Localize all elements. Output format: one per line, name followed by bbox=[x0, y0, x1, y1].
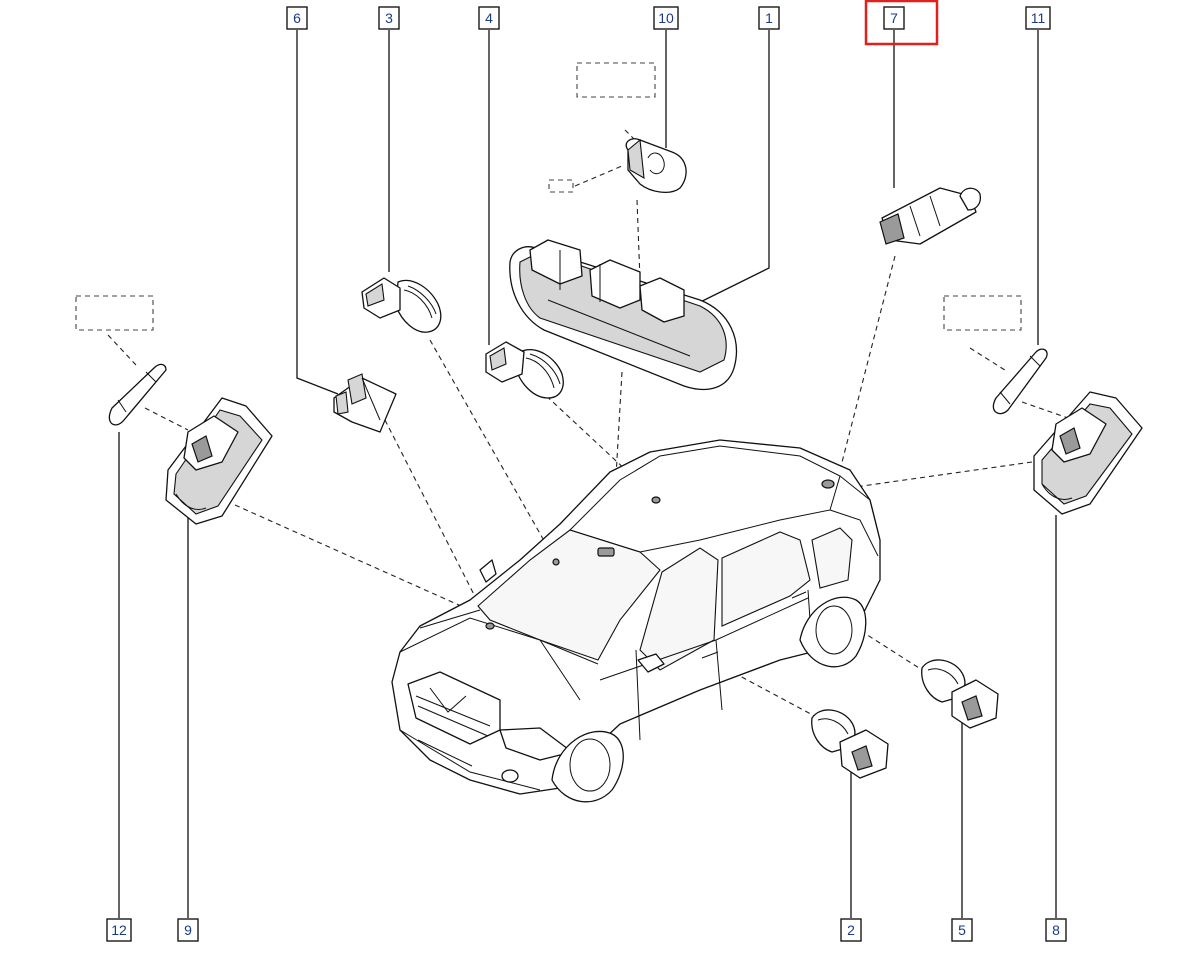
callout-6[interactable]: 6 bbox=[286, 6, 308, 30]
callout-9[interactable]: 9 bbox=[177, 918, 199, 942]
dash-8-car bbox=[847, 461, 1033, 489]
callout-7-highlight bbox=[864, 0, 939, 46]
festoon-bulb-part-11 bbox=[992, 348, 1048, 415]
callout-5-label: 5 bbox=[958, 922, 966, 938]
dash-11-placeholder bbox=[969, 347, 1009, 373]
socket-part-2 bbox=[811, 709, 889, 779]
callout-7-label: 7 bbox=[890, 10, 898, 26]
callout-6-label: 6 bbox=[293, 10, 301, 26]
lamp-holder-part-9 bbox=[165, 397, 273, 525]
callout-5[interactable]: 5 bbox=[951, 918, 973, 942]
dash-7-car bbox=[839, 255, 896, 471]
callout-10-label: 10 bbox=[658, 10, 674, 26]
dash-12-holder bbox=[144, 407, 189, 431]
switch-part-7 bbox=[879, 187, 982, 245]
festoon-bulb-part-12 bbox=[108, 363, 167, 426]
callout-1[interactable]: 1 bbox=[758, 6, 780, 30]
car-illustration bbox=[391, 439, 881, 803]
dash-10-placeholder bbox=[624, 129, 641, 146]
callout-2[interactable]: 2 bbox=[840, 918, 862, 942]
callout-2-label: 2 bbox=[847, 922, 855, 938]
dash-10-socket bbox=[574, 165, 623, 187]
callout-12-label: 12 bbox=[111, 922, 127, 938]
lamp-holder-part-8 bbox=[1033, 391, 1143, 515]
socket-part-4 bbox=[485, 341, 564, 399]
placeholder-box-top bbox=[576, 62, 656, 98]
callout-11[interactable]: 11 bbox=[1025, 6, 1051, 30]
connector-part-6 bbox=[333, 373, 397, 433]
dash-10-housing bbox=[636, 199, 641, 281]
bulb-part-10 bbox=[625, 138, 687, 194]
callout-10[interactable]: 10 bbox=[653, 6, 679, 30]
dash-11-holder bbox=[1021, 401, 1069, 419]
placeholder-box-right bbox=[943, 295, 1022, 331]
dash-3-car bbox=[429, 339, 556, 561]
callout-3[interactable]: 3 bbox=[378, 6, 400, 30]
dash-6-car bbox=[384, 419, 489, 623]
dash-5-car bbox=[799, 591, 931, 676]
callout-3-label: 3 bbox=[385, 10, 393, 26]
placeholder-boxes bbox=[75, 62, 1022, 331]
socket-part-5 bbox=[921, 659, 999, 729]
dash-12-placeholder bbox=[107, 334, 137, 366]
dash-9-car bbox=[234, 504, 471, 611]
callout-4-label: 4 bbox=[485, 10, 493, 26]
socket-part-3 bbox=[361, 277, 442, 333]
callout-12[interactable]: 12 bbox=[106, 918, 132, 942]
callout-7[interactable]: 7 bbox=[864, 0, 939, 46]
placeholder-box-left bbox=[75, 295, 154, 331]
leader-lines bbox=[118, 30, 1057, 918]
callout-11-label: 11 bbox=[1031, 10, 1046, 26]
housing-part-1 bbox=[509, 239, 738, 390]
callout-9-label: 9 bbox=[184, 922, 192, 938]
callout-8-label: 8 bbox=[1052, 922, 1060, 938]
leader-6 bbox=[296, 30, 339, 395]
callout-8[interactable]: 8 bbox=[1045, 918, 1067, 942]
callout-1-label: 1 bbox=[765, 10, 773, 26]
callout-4[interactable]: 4 bbox=[478, 6, 500, 30]
placeholder-box-small bbox=[548, 179, 574, 193]
